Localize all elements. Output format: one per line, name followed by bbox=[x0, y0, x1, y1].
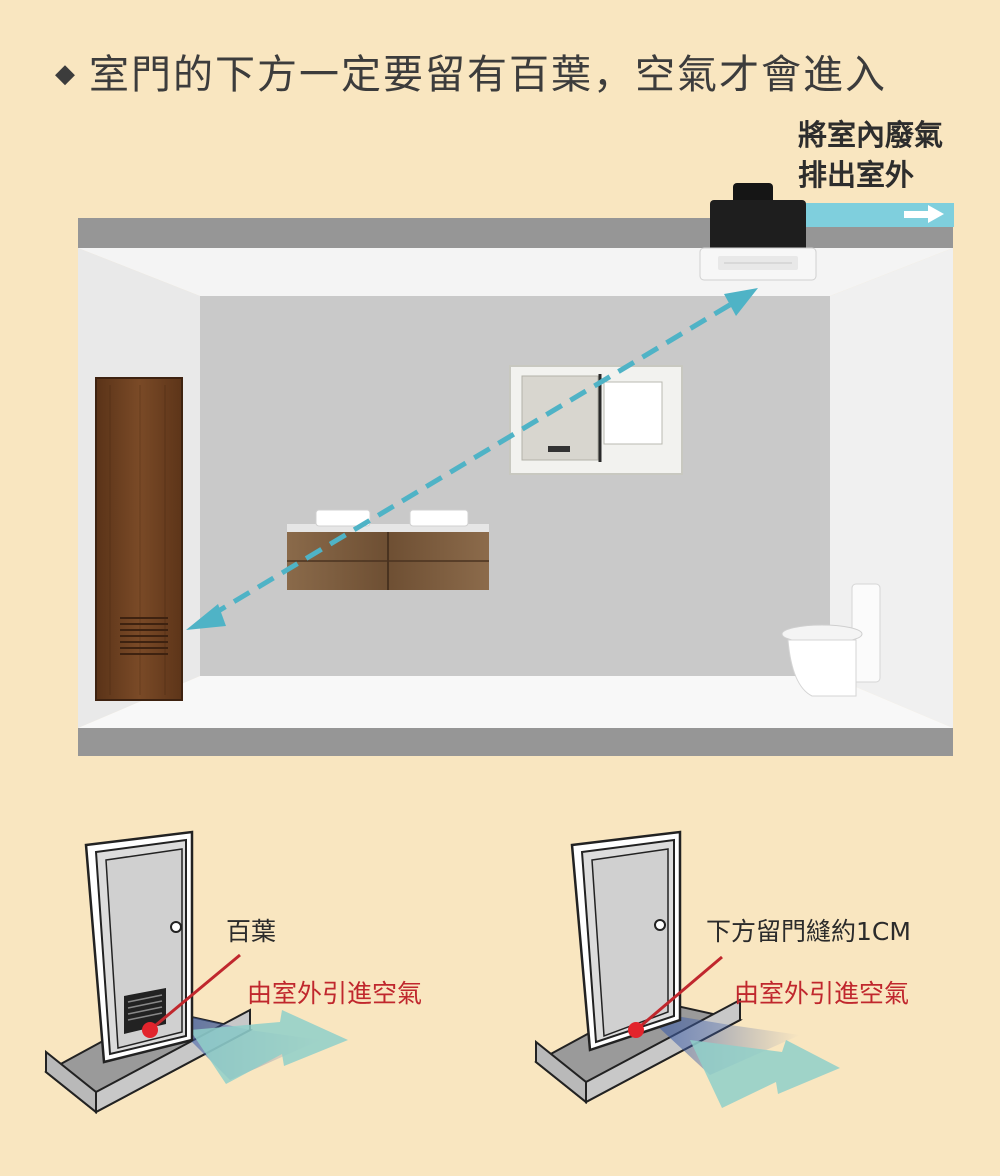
door-gap-label: 下方留門縫約1CM bbox=[706, 917, 911, 946]
airflow-arrow-icon bbox=[190, 1010, 348, 1084]
louver-label: 百葉 bbox=[226, 917, 277, 946]
outside-air-label-right: 由室外引進空氣 bbox=[734, 979, 910, 1008]
floor bbox=[78, 676, 953, 728]
vanity-cabinet bbox=[287, 509, 489, 590]
exhaust-label-line2: 排出室外 bbox=[798, 158, 915, 192]
airflow-arrow bbox=[186, 288, 758, 630]
title-text: 室門的下方一定要留有百葉，空氣才會進入 bbox=[89, 52, 887, 98]
door-louver bbox=[120, 617, 168, 655]
airflow-arrow-icon bbox=[690, 1040, 840, 1108]
diamond-bullet-icon: ◆ bbox=[55, 59, 77, 89]
pointer-line bbox=[635, 955, 723, 1032]
door-with-louver-illustration bbox=[44, 830, 348, 1115]
exhaust-label-line1: 將室內廢氣 bbox=[798, 118, 944, 152]
ceiling bbox=[78, 248, 953, 296]
exhaust-label: 將室內廢氣 排出室外 bbox=[798, 115, 943, 195]
pointer-dot bbox=[628, 1022, 644, 1038]
door-with-gap-illustration bbox=[534, 830, 840, 1108]
ventilation-fan bbox=[699, 183, 817, 281]
floor-slab bbox=[78, 728, 953, 756]
pointer-dot bbox=[142, 1022, 158, 1038]
back-wall bbox=[200, 296, 830, 676]
pointer-line bbox=[149, 953, 241, 1032]
outside-air-label-left: 由室外引進空氣 bbox=[247, 979, 423, 1008]
toilet bbox=[781, 583, 881, 697]
wooden-door bbox=[95, 377, 183, 701]
page-title: ◆ 室門的下方一定要留有百葉，空氣才會進入 bbox=[55, 48, 887, 101]
arrow-right-icon bbox=[904, 205, 944, 223]
